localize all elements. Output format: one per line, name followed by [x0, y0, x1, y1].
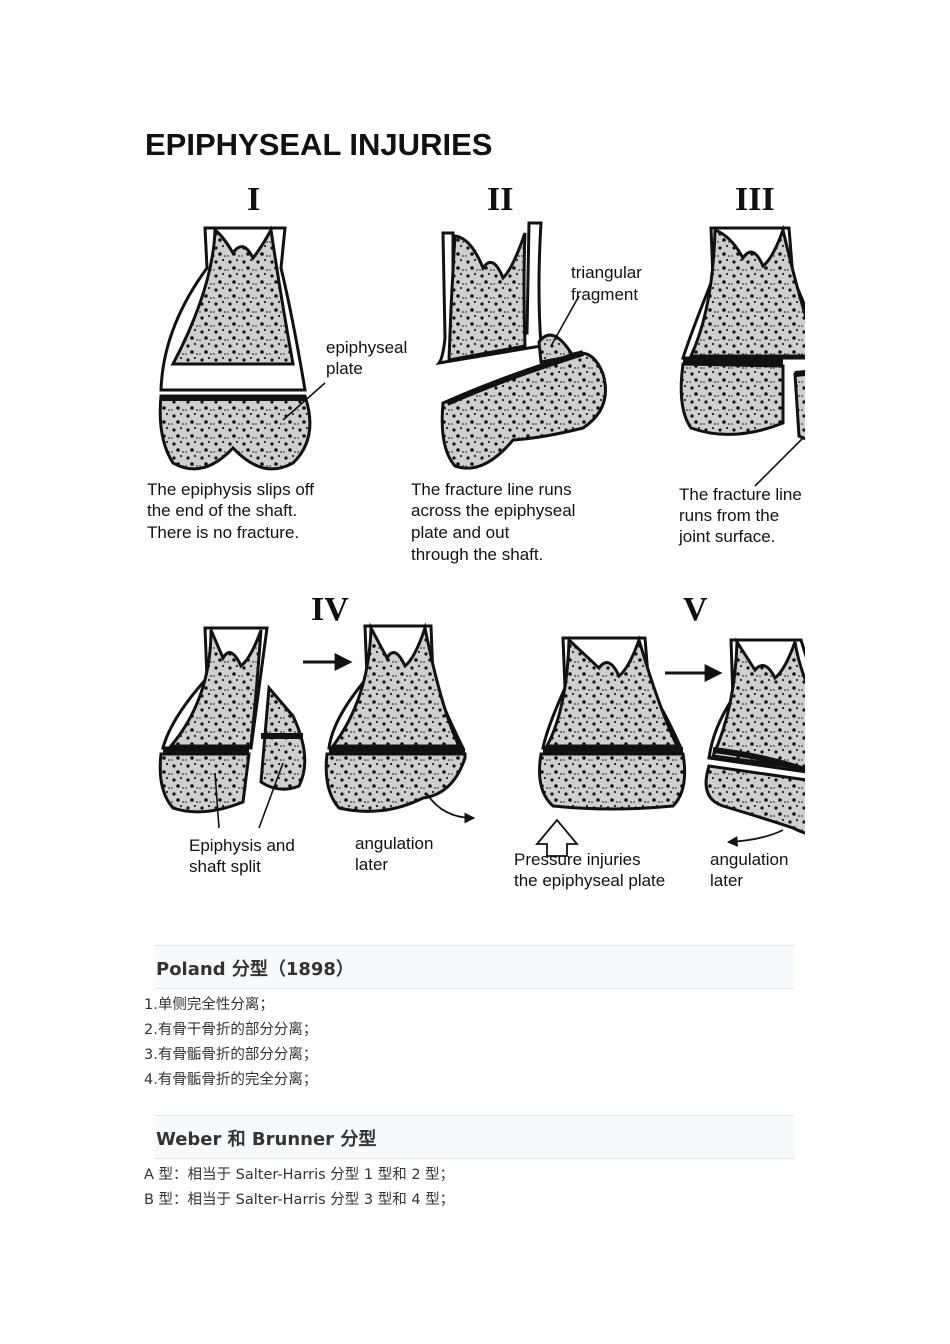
type-3-caption: The fracture line runs from the joint su… — [678, 485, 805, 546]
list-item: 1.单侧完全性分离； — [144, 997, 274, 1013]
section-heading-text: Poland 分型（1898） — [156, 959, 354, 980]
numeral-type-5: V — [683, 591, 708, 628]
type-4-caption-left: Epiphysis and shaft split — [189, 836, 300, 876]
section-heading-poland: Poland 分型（1898） — [155, 945, 794, 989]
type-5-bone-diagram — [535, 635, 805, 857]
list-item: B 型：相当于 Salter-Harris 分型 3 型和 4 型； — [144, 1192, 455, 1208]
type-2-fragment-label: triangular fragment — [571, 263, 647, 304]
type-5-caption-right: angulation later — [710, 850, 793, 890]
type-5-caption-left: Pressure injuries the epiphyseal plate — [514, 850, 665, 890]
numeral-type-3: III — [735, 181, 775, 218]
epiphyseal-injuries-figure: EPIPHYSEAL INJURIES I epiphyseal plate T… — [143, 118, 805, 894]
type-1-bone-diagram — [158, 225, 326, 471]
numeral-type-2: II — [487, 181, 513, 218]
type-4-bone-diagram — [158, 622, 476, 829]
type-2-caption: The fracture line runs across the epiphy… — [411, 480, 580, 564]
type-1-plate-label: epiphyseal plate — [326, 338, 412, 378]
numeral-type-1: I — [247, 181, 260, 218]
type-3-bone-diagram — [679, 224, 805, 487]
type-1-caption: The epiphysis slips off the end of the s… — [147, 480, 319, 542]
pressure-arrow-icon — [535, 818, 579, 857]
type-4-caption-right: angulation later — [355, 834, 438, 874]
curved-arrow-icon — [426, 793, 476, 824]
list-item: 3.有骨骺骨折的部分分离； — [144, 1047, 318, 1063]
type-2-bone-diagram — [435, 221, 607, 470]
list-item: 4.有骨骺骨折的完全分离； — [144, 1072, 318, 1088]
list-item: 2.有骨干骨折的部分分离； — [144, 1022, 318, 1038]
figure-title: EPIPHYSEAL INJURIES — [145, 127, 492, 162]
section-heading-weber-brunner: Weber 和 Brunner 分型 — [155, 1115, 794, 1159]
figure-svg: EPIPHYSEAL INJURIES I epiphyseal plate T… — [145, 127, 805, 890]
numeral-type-4: IV — [311, 591, 349, 628]
section-heading-text: Weber 和 Brunner 分型 — [156, 1129, 377, 1150]
list-item: A 型：相当于 Salter-Harris 分型 1 型和 2 型； — [144, 1167, 455, 1183]
curved-arrow-icon — [726, 829, 784, 847]
